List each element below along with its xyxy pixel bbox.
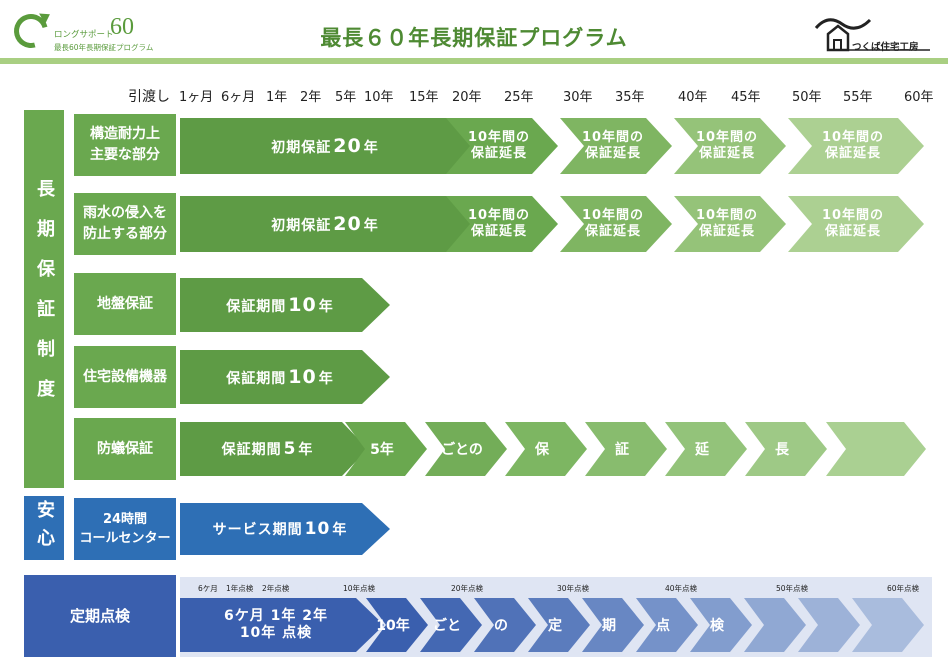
axis-tick-label: 6ヶ月: [221, 90, 256, 105]
company-logo: つくば住宅工房: [812, 10, 932, 56]
inspection-tick-label: 6ケ月: [198, 584, 218, 593]
extension-segment: [446, 118, 558, 174]
axis-tick-label: 25年: [504, 90, 534, 105]
category-label: 住宅設備機器: [83, 368, 167, 385]
inspection-tick-label: 10年点検: [343, 584, 376, 593]
category-call-center: 24時間コールセンター: [74, 498, 176, 560]
category-line2: コールセンター: [79, 531, 171, 546]
axis-tick-label: 45年: [731, 90, 761, 105]
extension-segment: [560, 196, 672, 252]
category-inspection: 定期点検: [24, 575, 176, 657]
category-equipment: 住宅設備機器: [74, 346, 176, 408]
inspection-tick-label: 2年点検: [262, 584, 290, 593]
extension-segment: [674, 196, 786, 252]
inspection-tick-label: 20年点検: [451, 584, 484, 593]
axis-tick-label: 10年: [364, 90, 394, 105]
inspection-chain-segment: [636, 598, 698, 652]
inspection-chain-segment: [474, 598, 536, 652]
inspection-chain-segment: [798, 598, 860, 652]
inspection-tick-label: 1年点検: [226, 584, 254, 593]
extension-segment: [674, 118, 786, 174]
group-label: 長期保証制度: [34, 179, 55, 419]
inspection-chain-segment: [852, 598, 924, 652]
inspection-chain-segment: [744, 598, 806, 652]
axis-tick-label: 30年: [563, 90, 593, 105]
inspection-chain-segment: [366, 598, 428, 652]
axis-tick-label: 引渡し: [128, 89, 170, 105]
inspection-chain-segment: [690, 598, 752, 652]
inspection-tick-label: 30年点検: [557, 584, 590, 593]
category-label: 地盤保証: [97, 295, 153, 312]
category-label: 防蟻保証: [97, 440, 153, 457]
page-title: 最長６０年長期保証プログラム: [320, 26, 628, 50]
termite-chain-segment: [826, 422, 926, 476]
termite-chain-segment: [745, 422, 827, 476]
category-line1: 構造耐力上: [90, 126, 160, 142]
axis-tick-label: 20年: [452, 90, 482, 105]
long-term-warranty-group: 長期保証制度: [24, 110, 64, 488]
brand-logo: ロングサポート 60 最長60年長期保証プログラム: [7, 7, 164, 56]
category-ground: 地盤保証: [74, 273, 176, 335]
category-rain: 雨水の侵入を防止する部分: [74, 193, 176, 255]
axis-tick-label: 15年: [409, 90, 439, 105]
extension-segment: [560, 118, 672, 174]
category-termite: 防蟻保証: [74, 418, 176, 480]
inspection-tick-label: 60年点検: [887, 584, 920, 593]
axis-tick-label: 1年: [266, 90, 288, 105]
axis-tick-label: 35年: [615, 90, 645, 105]
termite-period-bar: [180, 422, 368, 476]
axis-tick-label: 40年: [678, 90, 708, 105]
termite-chain-segment: [505, 422, 587, 476]
logo-tagline: ロングサポート: [54, 30, 114, 40]
axis-tick-label: 1ヶ月: [179, 90, 214, 105]
logo-number: 60: [110, 14, 134, 40]
termite-chain-segment: [665, 422, 747, 476]
termite-chain-segment: [345, 422, 427, 476]
category-line1: 24時間: [102, 511, 148, 527]
category-line2: 防止する部分: [83, 226, 167, 242]
warranty-period-bar: [180, 350, 390, 404]
initial-warranty-bar: [180, 196, 472, 252]
category-line1: 雨水の侵入を: [83, 205, 167, 221]
axis-tick-label: 55年: [843, 90, 873, 105]
initial-warranty-bar: [180, 118, 472, 174]
termite-chain-segment: [585, 422, 667, 476]
category-line2: 主要な部分: [90, 147, 160, 163]
extension-segment: [446, 196, 558, 252]
termite-chain-segment: [425, 422, 507, 476]
title-divider: [0, 58, 948, 64]
category-label: 定期点検: [69, 606, 130, 625]
category-structure: 構造耐力上主要な部分: [74, 114, 176, 176]
inspection-first-bar: [180, 598, 384, 652]
company-name: つくば住宅工房: [852, 42, 919, 53]
inspection-tick-label: 40年点検: [665, 584, 698, 593]
warranty-period-bar: [180, 278, 390, 332]
service-period-bar: [180, 503, 390, 555]
logo-subtitle: 最長60年長期保証プログラム: [54, 43, 154, 52]
group-label: 安心: [34, 500, 55, 556]
axis-tick-label: 50年: [792, 90, 822, 105]
axis-tick-label: 2年: [300, 90, 322, 105]
extension-segment: [788, 196, 924, 252]
inspection-chain-segment: [420, 598, 482, 652]
house-icon: [814, 18, 930, 52]
inspection-chain-segment: [528, 598, 590, 652]
extension-segment: [788, 118, 924, 174]
inspection-tick-label: 50年点検: [776, 584, 809, 593]
inspection-chain-segment: [582, 598, 644, 652]
anshin-group: 安心: [24, 496, 64, 560]
axis-tick-label: 5年: [335, 90, 357, 105]
axis-tick-label: 60年: [904, 90, 934, 105]
